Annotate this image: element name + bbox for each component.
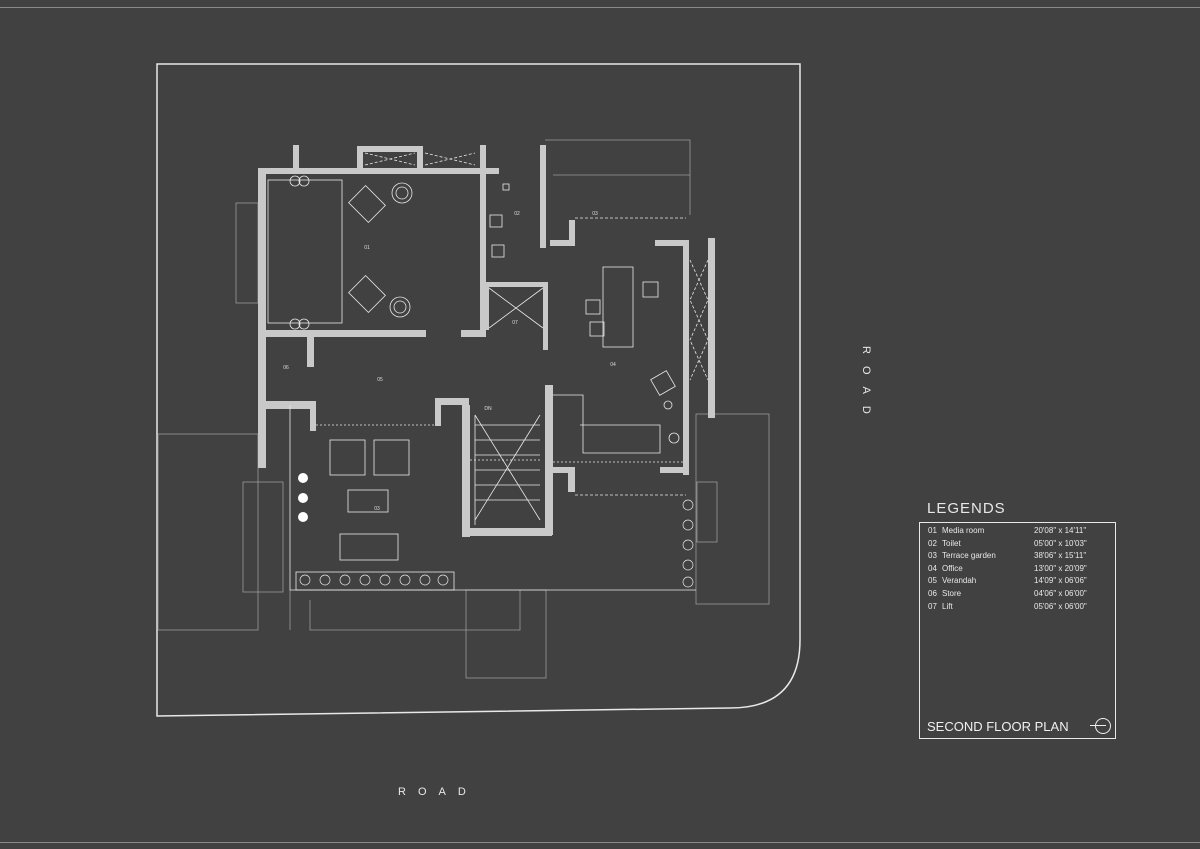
legend-size: 05'06" x 06'00" <box>1034 601 1087 611</box>
room-tag-verandah: 05 <box>377 377 383 383</box>
legend-box: 01 Media room 20'08" x 14'11" 02 Toilet 05'0… <box>919 522 1116 739</box>
stair-down-label: DN <box>484 406 492 412</box>
legend-num: 07 <box>928 601 937 611</box>
legend-num: 05 <box>928 576 937 586</box>
road-label-right: ROAD <box>860 346 872 426</box>
plan-title: SECOND FLOOR PLAN <box>927 719 1069 734</box>
legend-name: Toilet <box>942 538 961 548</box>
legend-item: 05 Verandah 14'09" x 06'06" <box>920 575 1115 588</box>
room-tag-store: 06 <box>283 365 289 371</box>
legend-size: 05'00" x 10'03" <box>1034 538 1087 548</box>
room-tags: 01 02 03 03 04 05 06 07 DN <box>283 211 616 512</box>
legend-size: 38'06" x 15'11" <box>1034 551 1087 561</box>
legend-num: 06 <box>928 588 937 598</box>
legend-num: 03 <box>928 551 937 561</box>
site-boundary <box>156 63 801 717</box>
legend-name: Office <box>942 563 963 573</box>
legend-size: 14'09" x 06'06" <box>1034 576 1087 586</box>
legend-name: Terrace garden <box>942 551 996 561</box>
room-tag-lift: 07 <box>512 320 518 326</box>
legend-name: Verandah <box>942 576 977 586</box>
legend-item: 06 Store 04'06" x 06'00" <box>920 588 1115 601</box>
legend-size: 04'06" x 06'00" <box>1034 588 1087 598</box>
room-tag-terrace-bottom: 03 <box>374 506 380 512</box>
legend-name: Media room <box>942 526 985 535</box>
legend-title: LEGENDS <box>927 500 1006 517</box>
legend-item: 04 Office 13'00" x 20'09" <box>920 563 1115 576</box>
walls <box>258 145 715 537</box>
road-label-bottom: ROAD <box>398 786 478 798</box>
legend-size: 13'00" x 20'09" <box>1034 563 1087 573</box>
legend-name: Store <box>942 588 962 598</box>
room-tag-office: 04 <box>610 362 616 368</box>
legend-num: 01 <box>928 526 937 535</box>
room-tag-terrace-top: 03 <box>592 211 598 217</box>
room-tag-media-room: 01 <box>364 245 370 251</box>
legend-num: 04 <box>928 563 937 573</box>
legend-item: 07 Lift 05'06" x 06'00" <box>920 601 1115 614</box>
legend-size: 20'08" x 14'11" <box>1034 526 1087 535</box>
legend-item: 03 Terrace garden 38'06" x 15'11" <box>920 550 1115 563</box>
legend-name: Lift <box>942 601 953 611</box>
top-frame-line <box>0 7 1200 8</box>
legend-item: 02 Toilet 05'00" x 10'03" <box>920 538 1115 551</box>
legend-item: 01 Media room 20'08" x 14'11" <box>920 525 1115 538</box>
north-arrow-icon <box>1090 718 1111 734</box>
room-tag-toilet: 02 <box>514 211 520 217</box>
legend-num: 02 <box>928 538 937 548</box>
bottom-frame-line <box>0 842 1200 843</box>
